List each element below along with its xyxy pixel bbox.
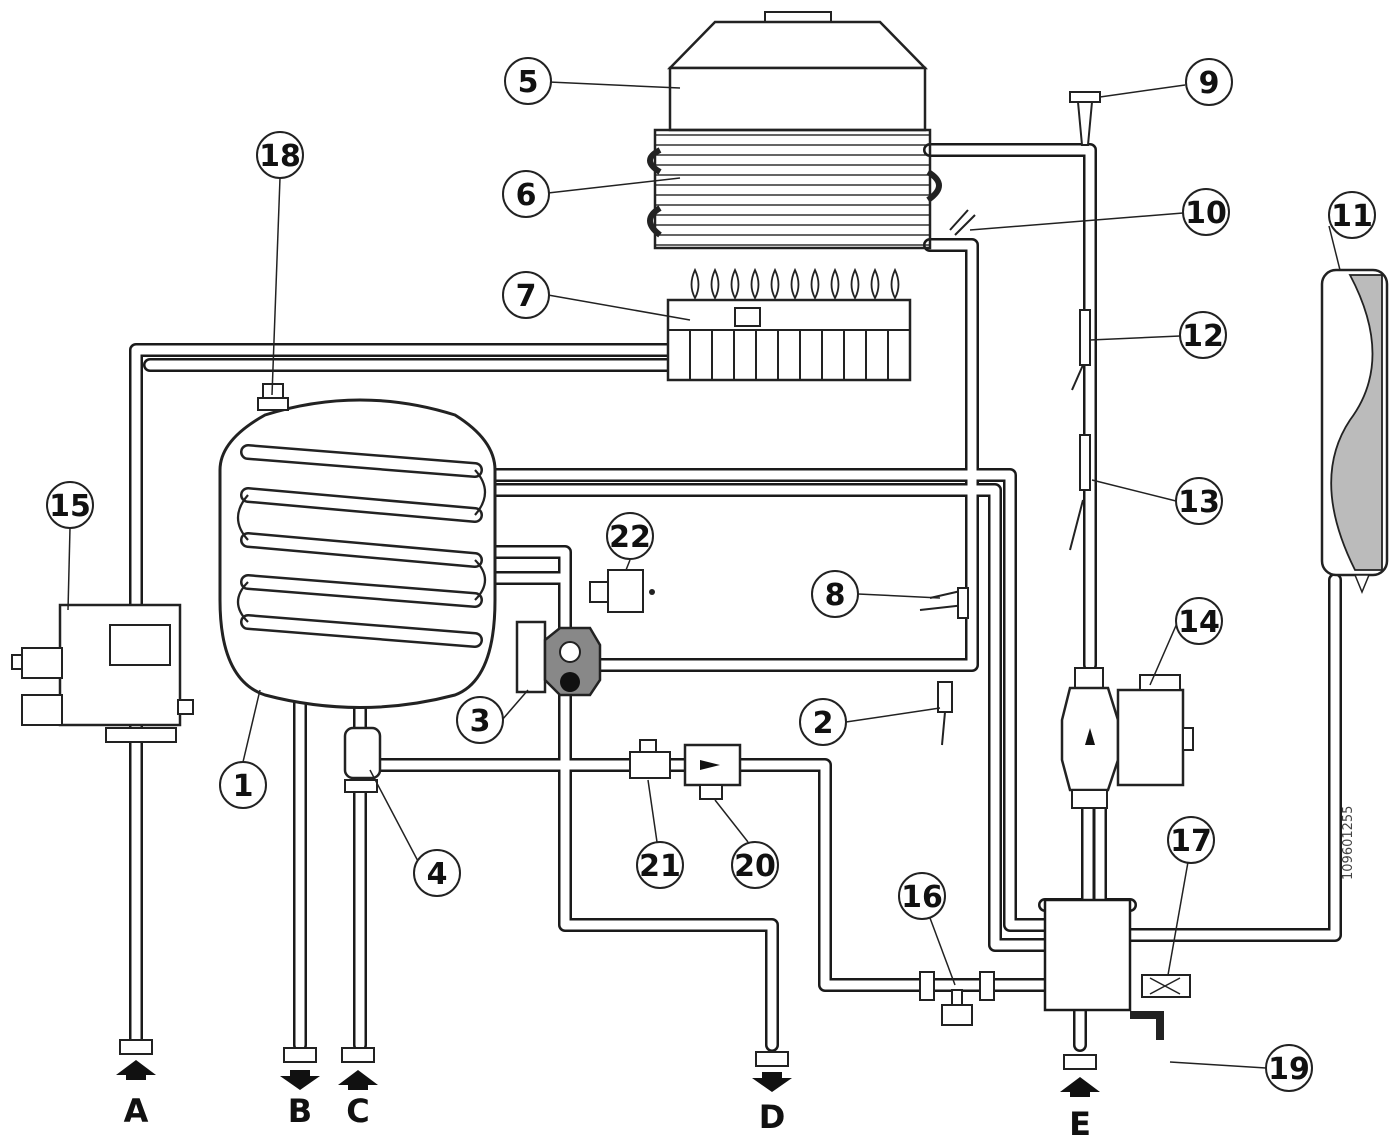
callout-21: 21	[636, 841, 684, 889]
callout-6-label: 6	[516, 178, 537, 213]
pump-outlet	[1038, 798, 1095, 912]
port-a-arrow-up	[116, 1060, 156, 1080]
switch-13	[1069, 434, 1091, 551]
callout-1: 1	[219, 761, 267, 809]
flow-meter-20	[683, 743, 742, 800]
callout-5: 5	[504, 57, 552, 105]
flow-switch	[343, 726, 382, 793]
safety-valve-17	[1130, 974, 1191, 1040]
switch-12	[1071, 309, 1091, 391]
callout-7-label: 7	[516, 279, 537, 314]
callout-6: 6	[502, 170, 550, 218]
callout-5-label: 5	[518, 65, 539, 100]
callout-18-label: 18	[259, 139, 301, 174]
callout-11: 11	[1328, 191, 1376, 239]
port-arrows	[116, 1060, 1100, 1097]
flue-hood	[667, 11, 928, 132]
sensor-10	[949, 209, 976, 236]
callout-17: 17	[1167, 816, 1215, 864]
auto-air-vent	[1069, 91, 1101, 146]
callout-9-label: 9	[1199, 66, 1220, 101]
callouts: 5 6 7 9 10 11 12 13 14 18 15 22 8 2 3 1 …	[46, 57, 1376, 1092]
heat-exchanger	[647, 128, 942, 250]
callout-1-label: 1	[233, 769, 254, 804]
callout-4-label: 4	[427, 857, 448, 892]
callout-20: 20	[731, 841, 779, 889]
expansion-vessel	[1320, 268, 1389, 594]
pipe-highlight	[131, 145, 1340, 1050]
callout-19: 19	[1265, 1044, 1313, 1092]
tank-link-1	[483, 545, 572, 637]
callout-22: 22	[606, 512, 654, 560]
fill-valve-16	[919, 971, 995, 1026]
callout-19-label: 19	[1268, 1052, 1310, 1087]
port-a-label: A	[124, 1092, 149, 1130]
callout-16: 16	[898, 872, 946, 920]
port-e-arrow-up	[1060, 1077, 1100, 1097]
callout-8: 8	[811, 570, 859, 618]
callout-4: 4	[413, 849, 461, 897]
leader-lines	[67, 81, 1341, 1069]
tank-air-vent	[257, 383, 289, 411]
port-b-label: B	[288, 1092, 312, 1130]
callout-3: 3	[456, 696, 504, 744]
callout-15-label: 15	[49, 489, 91, 524]
gas-valve	[11, 603, 194, 743]
circulation-pump	[1060, 667, 1194, 809]
drawing-code: 109601255	[1341, 806, 1356, 880]
callout-8-label: 8	[825, 578, 846, 613]
callout-2: 2	[799, 698, 847, 746]
callout-12: 12	[1179, 311, 1227, 359]
callout-17-label: 17	[1170, 824, 1212, 859]
callout-12-label: 12	[1182, 319, 1224, 354]
port-c-label: C	[346, 1092, 369, 1130]
port-letters: A B C D E	[124, 1092, 1091, 1140]
port-fittings	[119, 1039, 1097, 1070]
callout-3-label: 3	[470, 704, 491, 739]
callout-16-label: 16	[901, 880, 943, 915]
callout-15: 15	[46, 481, 94, 529]
callout-10: 10	[1182, 188, 1230, 236]
burner	[666, 267, 912, 382]
callout-22-label: 22	[609, 520, 651, 555]
callout-11-label: 11	[1331, 199, 1373, 234]
port-b-arrow-down	[280, 1070, 320, 1090]
storage-tank	[218, 398, 497, 709]
filter-21	[629, 739, 671, 779]
callout-2-label: 2	[813, 706, 834, 741]
callout-7: 7	[502, 271, 550, 319]
flames	[690, 267, 900, 300]
diverter-valve	[515, 620, 602, 697]
sensor-22	[589, 569, 655, 613]
port-c-arrow-up	[338, 1070, 378, 1090]
callout-14: 14	[1175, 597, 1223, 645]
sensor-8	[919, 587, 969, 619]
callout-20-label: 20	[734, 849, 776, 884]
port-d-arrow-down	[752, 1072, 792, 1092]
port-e-label: E	[1069, 1105, 1091, 1140]
hydraulic-manifold	[1043, 898, 1132, 1012]
callout-14-label: 14	[1178, 605, 1220, 640]
callout-18: 18	[256, 131, 304, 179]
callout-10-label: 10	[1185, 196, 1227, 231]
port-d-label: D	[759, 1098, 786, 1136]
sensor-2	[937, 681, 953, 746]
callout-21-label: 21	[639, 849, 681, 884]
callout-13-label: 13	[1178, 485, 1220, 520]
callout-13: 13	[1175, 477, 1223, 525]
callout-9: 9	[1185, 58, 1233, 106]
